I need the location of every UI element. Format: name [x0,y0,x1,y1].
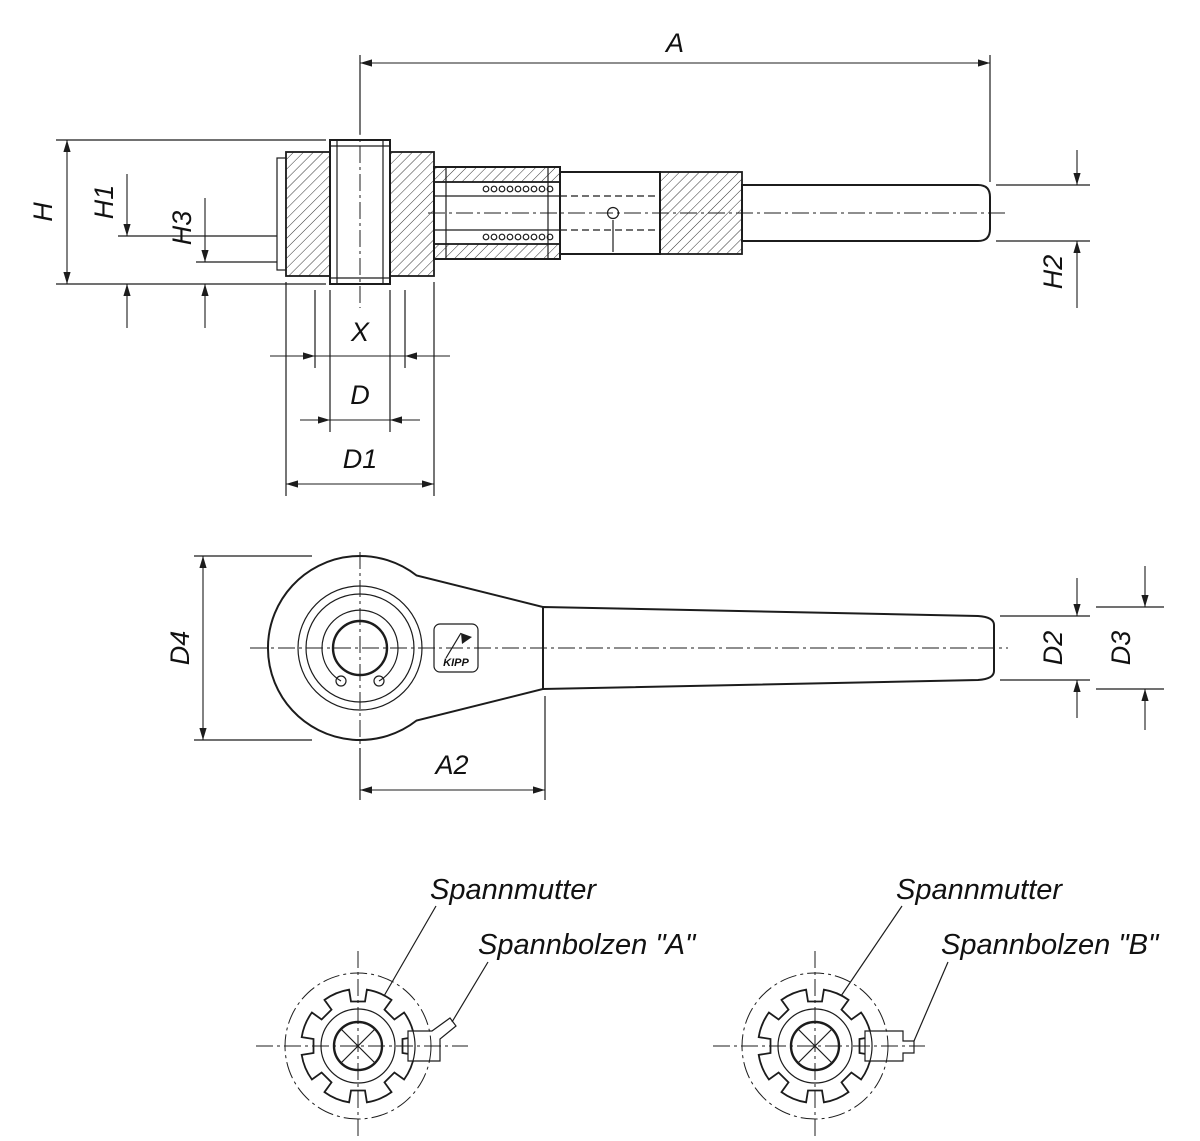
dim-d3: D3 [1096,566,1164,730]
section-view: A H H1 H3 H2 [28,28,1090,496]
dim-label-x: X [350,317,370,347]
leader-spannbolzen-b [913,961,949,1042]
knurl-strip [276,157,287,271]
dim-a: A [359,28,991,182]
dim-d2: D2 [1000,578,1090,718]
callout-spannmutter-left: Spannmutter [430,874,597,906]
dim-d: D [300,290,420,432]
lever-body-plan: KIPP [250,552,1008,744]
logo-text: KIPP [443,657,469,669]
dim-h1: H1 [89,174,277,328]
dim-label-d: D [350,380,370,410]
dim-label-h1: H1 [89,185,119,220]
dim-label-h3: H3 [167,211,197,246]
dim-a2: A2 [359,696,546,800]
leader-spannbolzen-a [451,961,489,1023]
dim-label-d1: D1 [343,444,378,474]
dim-d4: D4 [165,555,312,741]
leader-spannmutter-a [383,905,437,997]
dim-label-a2: A2 [433,750,468,780]
dim-h: H [28,139,326,285]
dim-h2: H2 [996,150,1090,308]
dim-label-a: A [664,28,684,58]
callout-spannmutter-right: Spannmutter [896,874,1063,906]
dim-label-h: H [28,202,58,222]
thread-dots [482,185,554,241]
callout-spannbolzen-a: Spannbolzen "A" [478,929,697,961]
dim-h3: H3 [167,198,277,328]
dim-label-d2: D2 [1038,631,1068,666]
dim-label-d3: D3 [1106,631,1136,666]
dim-label-d4: D4 [165,631,195,666]
leader-spannmutter-b [840,905,903,997]
callout-spannbolzen-b: Spannbolzen "B" [941,929,1160,961]
detail-view-b: Spannmutter Spannbolzen "B" [713,874,1160,1139]
dim-d1: D1 [285,282,435,496]
nut-section-right [389,151,435,277]
detail-view-a: Spannmutter Spannbolzen "A" [256,874,697,1139]
nut-section-left [285,151,331,277]
plan-view: KIPP D4 A2 D2 [165,552,1164,800]
handle-bar-section [741,184,991,242]
dim-label-h2: H2 [1038,255,1068,290]
dim-x: X [270,290,450,368]
lever-body-section [276,118,1006,308]
